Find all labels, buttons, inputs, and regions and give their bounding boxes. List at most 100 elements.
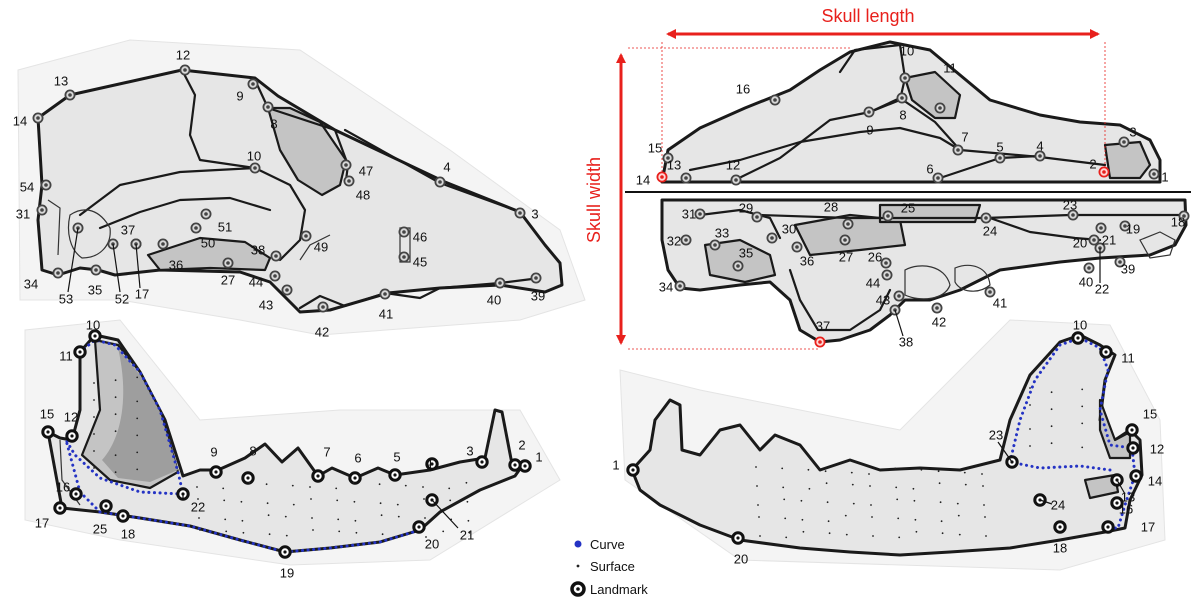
skull-dorsal-landmark-center-8 (900, 96, 904, 100)
skull-ventral-label-35: 35 (739, 245, 753, 260)
surface-point (93, 467, 95, 469)
mandible-lateral-label-12: 12 (64, 409, 78, 424)
surface-point (801, 500, 803, 502)
mandible-lateral-landmark-center-1 (523, 464, 526, 467)
skull-ventral-label-31: 31 (682, 206, 696, 221)
skull-lateral-landmark-center-35 (94, 268, 98, 272)
mandible-lateral-landmark-center-17 (58, 506, 61, 509)
mandible-lateral-landmark-center-5 (393, 473, 396, 476)
surface-point (354, 501, 356, 503)
surface-point (115, 471, 117, 473)
mandible-lateral-landmark-center-20 (417, 525, 420, 528)
skull-dorsal-label-11: 11 (943, 60, 957, 75)
surface-point (757, 504, 759, 506)
skull-dorsal-landmark-center-7 (956, 148, 960, 152)
surface-point (759, 535, 761, 537)
skull-lateral-label-36: 36 (169, 257, 183, 272)
surface-point (336, 500, 338, 502)
surface-point (958, 515, 960, 517)
skull-dorsal-label-3: 3 (1129, 124, 1136, 139)
skull-dorsal-label-8: 8 (899, 107, 906, 122)
surface-point (938, 470, 940, 472)
surface-point (914, 500, 916, 502)
skull-lateral-label-49: 49 (314, 239, 328, 254)
surface-point (985, 535, 987, 537)
mandible-lateral-label-6: 6 (354, 450, 361, 465)
surface-point (115, 454, 117, 456)
skull-ventral-label-26: 26 (868, 249, 882, 264)
mandible-medial-label-20: 20 (734, 551, 748, 566)
mandible-lateral-label-16: 16 (56, 479, 70, 494)
mandible-lateral-landmark-center-16 (74, 492, 77, 495)
mandible-lateral-landmark-center-19 (283, 550, 286, 553)
skull-dorsal-label-13: 13 (667, 157, 681, 172)
skull-lateral-label-9: 9 (236, 88, 243, 103)
skull-lateral-landmark-center-49 (304, 234, 308, 238)
skull-lateral-label-12: 12 (176, 47, 190, 62)
skull-dorsal-label-15: 15 (648, 140, 662, 155)
surface-point (136, 377, 138, 379)
mandible-lateral-label-5: 5 (393, 449, 400, 464)
surface-point (894, 468, 896, 470)
surface-point (249, 482, 251, 484)
surface-point (115, 430, 117, 432)
skull-lateral-landmark-center-31 (40, 208, 44, 212)
surface-point (808, 469, 810, 471)
surface-point (898, 537, 900, 539)
mandible-lateral-landmark-center-11 (78, 350, 81, 353)
skull-dorsal-label-5: 5 (996, 139, 1003, 154)
surface-point (115, 379, 117, 381)
surface-point (136, 401, 138, 403)
mandible-lateral-label-4: 4 (425, 455, 432, 470)
mandible-lateral-label-18: 18 (121, 526, 135, 541)
skull-lateral-label-51: 51 (218, 219, 232, 234)
surface-point (380, 502, 382, 504)
skull-lateral-landmark-center-54 (44, 183, 48, 187)
skull-ventral-label-34: 34 (659, 279, 673, 294)
skull-lateral-landmark-center-46 (402, 230, 406, 234)
mandible-medial-label-12: 12 (1150, 441, 1164, 456)
skull-lateral-label-42: 42 (315, 324, 329, 339)
skull-ventral-label-40: 40 (1079, 274, 1093, 289)
skull-dorsal-label-14: 14 (636, 172, 650, 187)
mandible-medial-label-11: 11 (1121, 350, 1135, 365)
mandible-lateral-label-25: 25 (93, 521, 107, 536)
skull-ventral-label-38: 38 (899, 334, 913, 349)
mandible-lateral-landmark-center-15 (46, 430, 49, 433)
skull-lateral-label-50: 50 (201, 235, 215, 250)
surface-point (782, 487, 784, 489)
surface-point (448, 488, 450, 490)
surface-point (397, 504, 399, 506)
surface-point (825, 470, 827, 472)
surface-point (311, 517, 313, 519)
mandible-lateral-landmark-center-10 (93, 334, 96, 337)
surface-point (93, 382, 95, 384)
surface-point (959, 534, 961, 536)
skull-ventral-label-43: 43 (876, 292, 890, 307)
skull-ventral-landmark-center-35 (736, 264, 740, 268)
surface-point (853, 503, 855, 505)
surface-point (1051, 442, 1053, 444)
surface-point (802, 519, 804, 521)
surface-point (868, 473, 870, 475)
surface-point (136, 435, 138, 437)
surface-point (267, 502, 269, 504)
skull-dorsal-landmark-center-3 (1122, 140, 1126, 144)
skull-dorsal-landmark-center-12 (734, 178, 738, 182)
surface-point (399, 535, 401, 537)
surface-point (964, 472, 966, 474)
skull-lateral-landmark-center-42 (321, 305, 325, 309)
skull-ventral-landmark-center-30 (770, 236, 774, 240)
skull-ventral-landmark-center-32 (684, 238, 688, 242)
skull-ventral-landmark-center-33 (713, 243, 717, 247)
surface-point (356, 532, 358, 534)
skull-ventral-label-41: 41 (993, 295, 1007, 310)
legend-surface-swatch (577, 565, 580, 568)
mandible-lateral-label-15: 15 (40, 406, 54, 421)
skull-lateral-landmark-center-12 (183, 68, 187, 72)
skull-ventral-landmark-center-44 (885, 273, 889, 277)
surface-point (1029, 428, 1031, 430)
skull-dorsal-label-10: 10 (900, 43, 914, 58)
surface-point (292, 485, 294, 487)
surface-point (871, 516, 873, 518)
